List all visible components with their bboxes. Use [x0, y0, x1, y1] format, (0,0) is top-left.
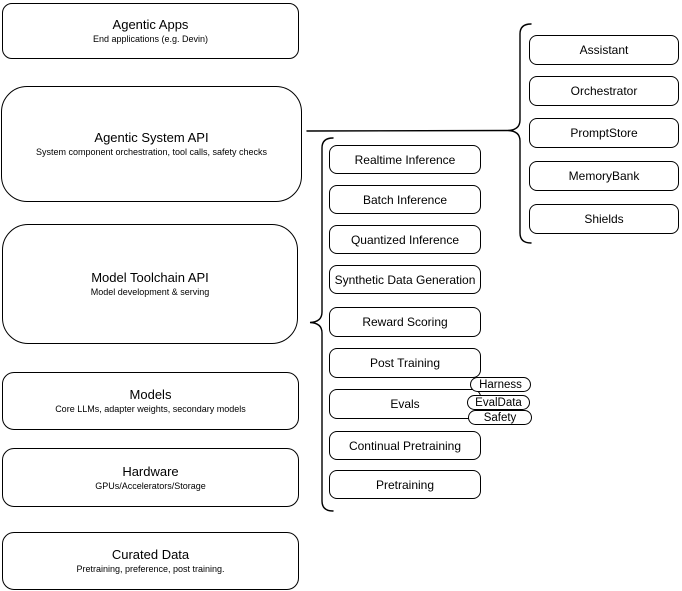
box-title: Curated Data — [111, 547, 190, 562]
toolchain-box-continual-pretraining: Continual Pretraining — [329, 431, 481, 460]
box-title: Models — [129, 387, 172, 402]
toolchain-box-batch-inference: Batch Inference — [329, 185, 481, 214]
box-label: Pretraining — [375, 477, 435, 492]
box-subtitle: Core LLMs, adapter weights, secondary mo… — [55, 404, 246, 414]
box-label: Assistant — [579, 43, 629, 57]
box-label: Batch Inference — [362, 192, 448, 207]
box-subtitle: Model development & serving — [90, 287, 210, 297]
eval-tag-evaldata: EvalData — [467, 395, 530, 410]
system-group-brace — [507, 23, 532, 244]
toolchain-box-evals: Evals — [329, 389, 481, 419]
tag-label: EvalData — [475, 396, 522, 409]
box-subtitle: GPUs/Accelerators/Storage — [95, 480, 206, 491]
box-label: Synthetic Data Generation — [334, 272, 476, 287]
box-label: Realtime Inference — [354, 152, 456, 167]
toolchain-box-post-training: Post Training — [329, 348, 481, 378]
box-label: MemoryBank — [568, 169, 640, 183]
system-box-assistant: Assistant — [529, 35, 679, 65]
box-label: Reward Scoring — [362, 315, 448, 329]
box-curated-data: Curated Data Pretraining, preference, po… — [2, 532, 299, 590]
box-label: Shields — [584, 212, 624, 226]
box-subtitle: Pretraining, preference, post training. — [76, 564, 225, 574]
toolchain-box-synthetic-data-generation: Synthetic Data Generation — [329, 265, 481, 294]
box-title: Agentic System API — [94, 130, 209, 145]
box-title: Agentic Apps — [112, 17, 189, 32]
toolchain-box-pretraining: Pretraining — [329, 470, 481, 499]
box-model-toolchain-api: Model Toolchain API Model development & … — [2, 224, 298, 344]
eval-tag-safety: Safety — [468, 410, 532, 425]
box-label: Orchestrator — [570, 84, 638, 98]
toolchain-box-quantized-inference: Quantized Inference — [329, 225, 481, 254]
box-label: Post Training — [369, 356, 441, 370]
box-subtitle: End applications (e.g. Devin) — [92, 34, 209, 44]
system-box-orchestrator: Orchestrator — [529, 76, 679, 106]
box-models: Models Core LLMs, adapter weights, secon… — [2, 372, 299, 430]
box-title: Model Toolchain API — [91, 270, 209, 285]
box-label: Evals — [390, 397, 420, 411]
system-box-promptstore: PromptStore — [529, 118, 679, 148]
box-label: Quantized Inference — [350, 232, 460, 247]
toolchain-box-reward-scoring: Reward Scoring — [329, 307, 481, 337]
box-subtitle: System component orchestration, tool cal… — [35, 147, 268, 157]
box-label: Continual Pretraining — [348, 438, 462, 453]
toolchain-box-realtime-inference: Realtime Inference — [329, 145, 481, 174]
box-label: PromptStore — [570, 126, 638, 140]
tag-label: Harness — [479, 378, 522, 391]
box-agentic-apps: Agentic Apps End applications (e.g. Devi… — [2, 3, 299, 59]
toolchain-group-brace — [309, 137, 334, 512]
box-hardware: Hardware GPUs/Accelerators/Storage — [2, 448, 299, 507]
tag-label: Safety — [483, 411, 517, 424]
eval-tag-harness: Harness — [470, 377, 531, 392]
box-title: Hardware — [122, 463, 179, 479]
box-agentic-system-api: Agentic System API System component orch… — [1, 86, 302, 202]
system-api-connector-line — [306, 129, 509, 132]
system-box-memorybank: MemoryBank — [529, 161, 679, 191]
system-box-shields: Shields — [529, 204, 679, 234]
